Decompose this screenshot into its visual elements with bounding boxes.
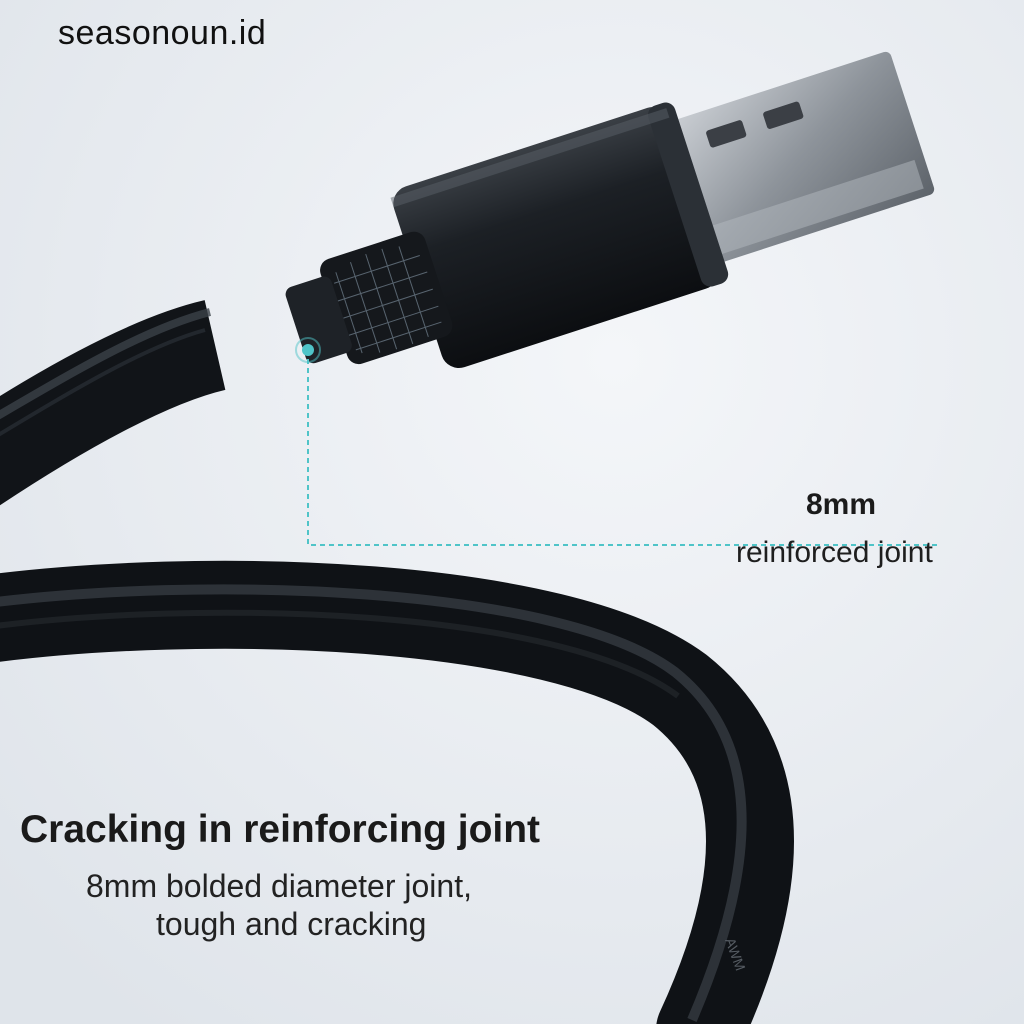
callout-label: reinforced joint xyxy=(736,536,933,569)
callout-size: 8mm xyxy=(806,488,877,521)
cable-loop: AWM xyxy=(0,560,794,1024)
description-line-1: 8mm bolded diameter joint, xyxy=(86,868,472,904)
usb-metal-shell xyxy=(653,51,935,269)
reinforced-collar xyxy=(320,231,453,365)
cable-upper xyxy=(0,300,227,506)
usb-connector xyxy=(285,51,935,369)
headline: Cracking in reinforcing joint xyxy=(20,808,541,851)
callout-line xyxy=(295,337,940,546)
description-line-2: tough and cracking xyxy=(156,906,427,942)
grid-overlay xyxy=(334,246,442,354)
watermark-text: seasonoun.id xyxy=(58,14,267,52)
